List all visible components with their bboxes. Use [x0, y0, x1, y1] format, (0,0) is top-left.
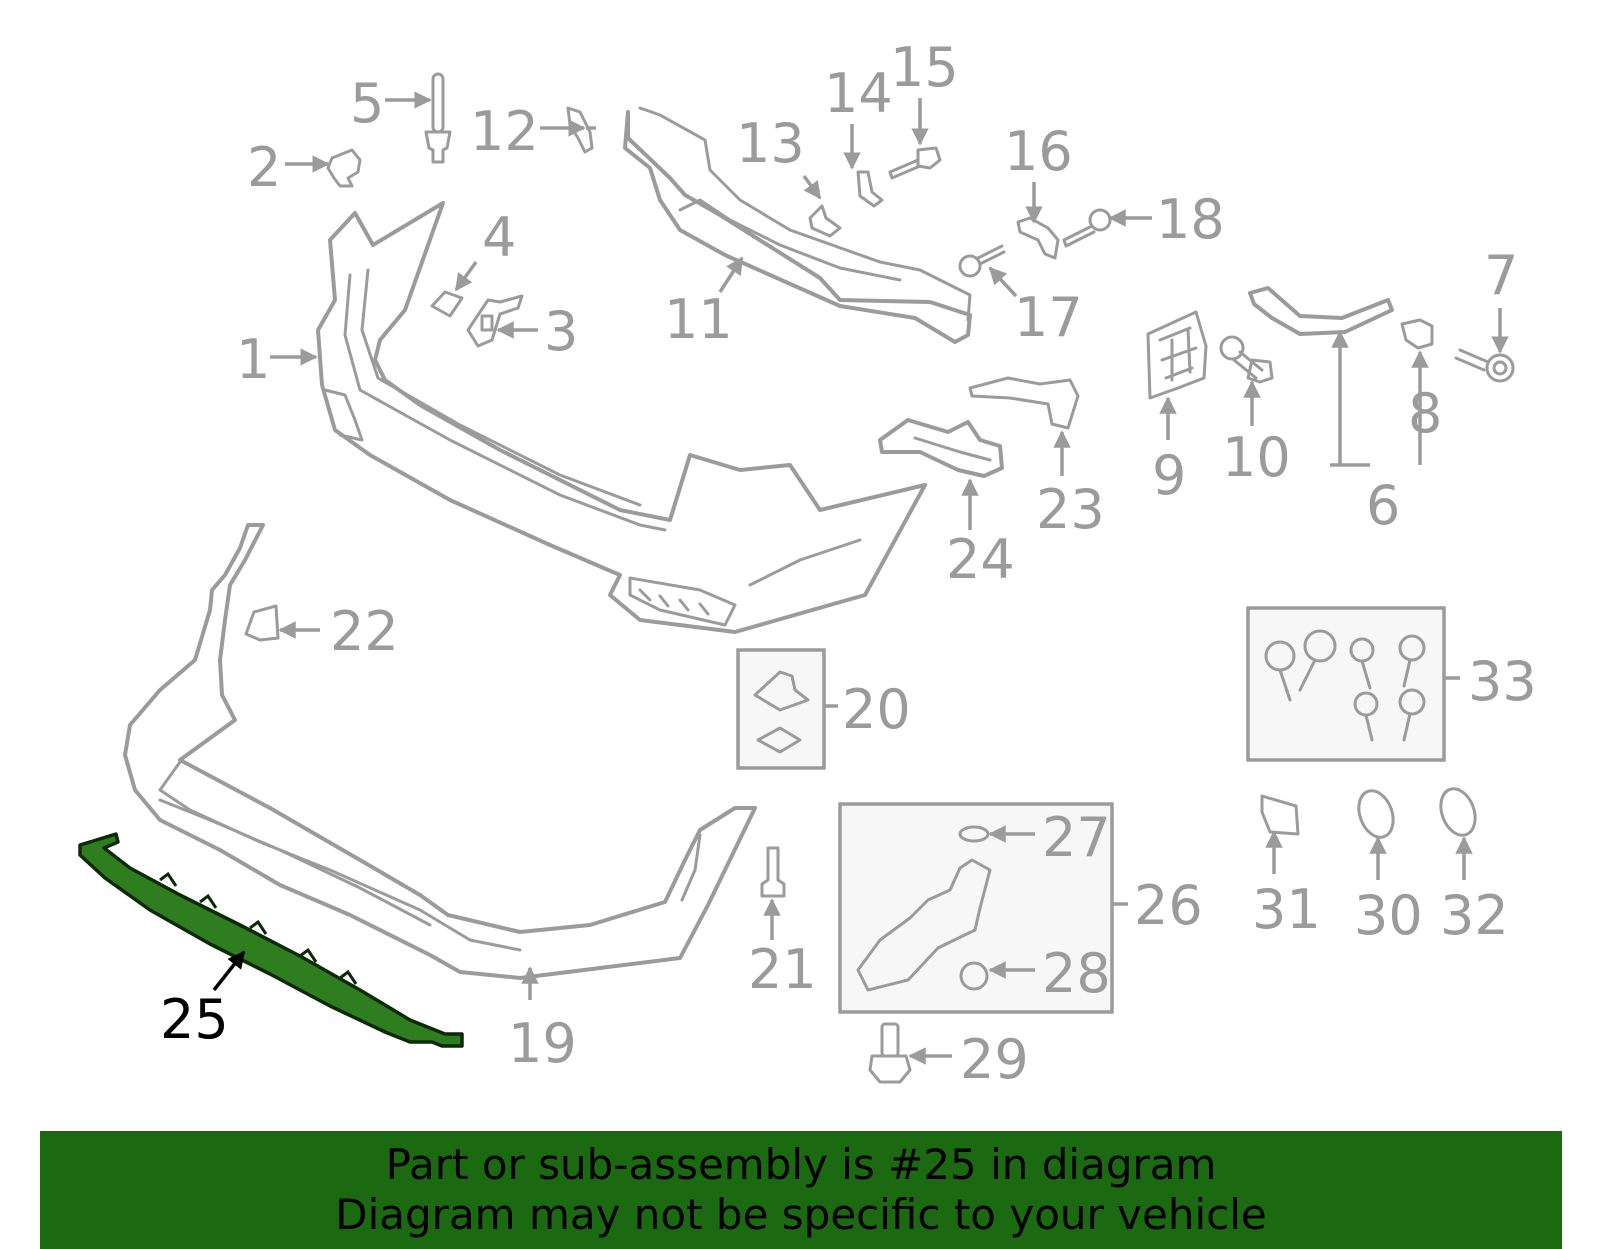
part-10-bolt [1219, 335, 1274, 384]
callout-20: 20 [842, 678, 911, 741]
box-26 [838, 802, 1114, 1014]
callout-9: 9 [1152, 444, 1186, 507]
part-22-pad [244, 604, 280, 642]
part-23-bracket [968, 376, 1080, 430]
part-9-bracket [1146, 310, 1208, 400]
part-8-clip [1400, 318, 1434, 350]
callout-18: 18 [1156, 188, 1225, 251]
part-17-bolt [958, 244, 1006, 278]
callout-16: 16 [1004, 120, 1073, 183]
callout-14: 14 [824, 62, 893, 125]
box-33 [1246, 606, 1446, 762]
callout-13: 13 [736, 112, 805, 175]
part-11-reinforcement [623, 106, 972, 344]
callout-11: 11 [664, 288, 733, 351]
box-20 [736, 648, 826, 770]
callout-8: 8 [1408, 382, 1442, 445]
part-25-lower-trim-strip [78, 832, 464, 1048]
part-21-bolt [760, 846, 786, 898]
banner-part-note: Part or sub-assembly is #25 in diagram [385, 1140, 1217, 1189]
callout-7: 7 [1484, 244, 1518, 307]
part-30-seal [1357, 789, 1395, 839]
part-29-bolt [868, 1022, 912, 1084]
callout-26: 26 [1134, 874, 1203, 937]
callout-15: 15 [890, 36, 959, 99]
parts-diagram: 1 2 3 4 5 6 7 8 9 10 11 12 13 14 15 16 1… [78, 36, 1537, 1091]
part-13-bracket [808, 204, 842, 238]
callout-numbers: 1 2 3 4 5 6 7 8 9 10 11 12 13 14 15 16 1… [160, 36, 1537, 1091]
callout-3: 3 [544, 300, 578, 363]
callout-2: 2 [247, 136, 281, 199]
callout-24: 24 [946, 528, 1015, 591]
callout-28: 28 [1042, 942, 1111, 1005]
callout-22: 22 [330, 600, 399, 663]
callout-27: 27 [1042, 806, 1111, 869]
callout-30: 30 [1354, 884, 1423, 947]
callout-23: 23 [1036, 478, 1105, 541]
callout-5: 5 [350, 72, 384, 135]
part-18-bolt [1062, 208, 1112, 248]
part-5-pin [424, 72, 452, 164]
callout-12: 12 [470, 100, 539, 163]
callout-1: 1 [236, 328, 270, 391]
callout-6: 6 [1366, 474, 1400, 537]
leader-lines [212, 91, 1509, 1065]
callout-31: 31 [1252, 878, 1321, 941]
info-banner: Part or sub-assembly is #25 in diagram D… [40, 1131, 1562, 1249]
callout-25: 25 [160, 988, 229, 1051]
callout-29: 29 [960, 1028, 1029, 1091]
part-19-lower-cover [123, 523, 757, 980]
callout-17: 17 [1014, 286, 1083, 349]
part-2-clip [326, 148, 362, 188]
part-15-bolt [888, 146, 942, 180]
part-16-bracket [1016, 216, 1060, 260]
callout-21: 21 [748, 938, 817, 1001]
part-7-bolt [1454, 348, 1515, 383]
banner-disclaimer: Diagram may not be specific to your vehi… [335, 1190, 1267, 1239]
callout-33: 33 [1468, 650, 1537, 713]
callout-32: 32 [1440, 884, 1509, 947]
part-31-pad [1260, 794, 1300, 836]
part-6-rail [1248, 286, 1394, 336]
part-24-bracket [878, 418, 1004, 478]
callout-4: 4 [482, 206, 516, 269]
part-12-clip [566, 106, 594, 154]
part-3-bracket [466, 294, 524, 348]
part-1-bumper-cover [316, 201, 927, 634]
part-14-bracket [856, 170, 884, 208]
callout-19: 19 [508, 1012, 577, 1075]
part-4-pad [430, 290, 464, 318]
callout-10: 10 [1222, 426, 1291, 489]
part-32-seal [1439, 787, 1477, 837]
